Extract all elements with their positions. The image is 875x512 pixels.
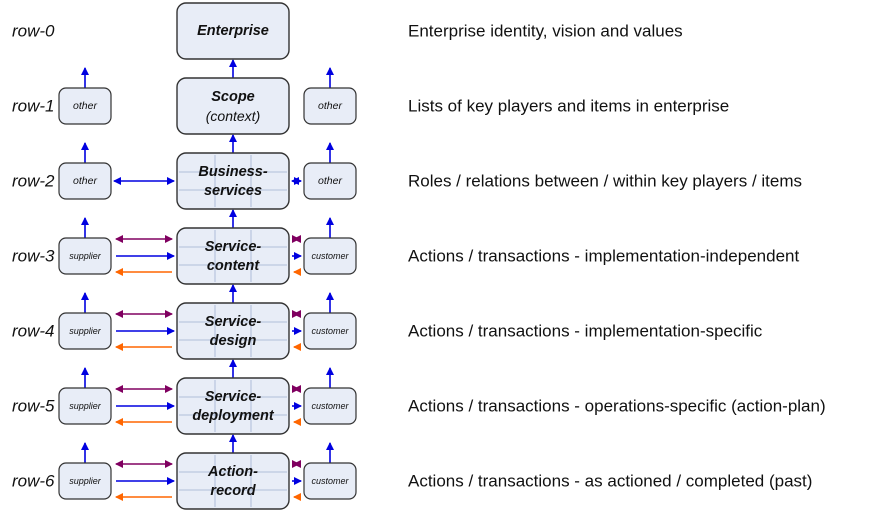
- row-5-subtitle: deployment: [192, 408, 275, 424]
- row-6-left-label: supplier: [69, 476, 102, 486]
- row-5-left-label: supplier: [69, 401, 102, 411]
- row-1-right-box: other: [303, 87, 357, 125]
- row-2-label: row-2: [12, 172, 55, 191]
- row-2-subtitle: services: [204, 183, 262, 199]
- row-4-label: row-4: [12, 322, 55, 341]
- row-3-left-box: supplier: [58, 237, 112, 275]
- row-2-description: Roles / relations between / within key p…: [408, 172, 802, 191]
- row-1-label: row-1: [12, 97, 55, 116]
- row-2-right-box: other: [303, 162, 357, 200]
- row-4-subtitle: design: [210, 333, 257, 349]
- row-6-title: Action-: [207, 464, 258, 480]
- row-4-right-label: customer: [311, 326, 349, 336]
- row-1-right-label: other: [318, 100, 342, 112]
- row-2-right-label: other: [318, 175, 342, 187]
- row-3-description: Actions / transactions - implementation-…: [408, 247, 799, 266]
- row-3-right-box: customer: [303, 237, 357, 275]
- row-3-subtitle: content: [207, 258, 261, 274]
- row-3-left-label: supplier: [69, 251, 102, 261]
- row-1-description: Lists of key players and items in enterp…: [408, 97, 729, 116]
- row-1-subtitle: (context): [206, 108, 260, 124]
- row-0-title: Enterprise: [197, 23, 269, 39]
- row-2-title: Business-: [198, 164, 267, 180]
- row-4-left-label: supplier: [69, 326, 102, 336]
- row-4-right-box: customer: [303, 312, 357, 350]
- row-0-description: Enterprise identity, vision and values: [408, 22, 683, 41]
- row-5-left-box: supplier: [58, 387, 112, 425]
- row-4-left-box: supplier: [58, 312, 112, 350]
- row-5-label: row-5: [12, 397, 55, 416]
- row-4-center-box: Service-design: [176, 302, 290, 360]
- row-6-left-box: supplier: [58, 462, 112, 500]
- row-5-right-box: customer: [303, 387, 357, 425]
- row-6-center-box: Action-record: [176, 452, 290, 510]
- row-6-right-box: customer: [303, 462, 357, 500]
- row-3-label: row-3: [12, 247, 55, 266]
- row-0-label: row-0: [12, 22, 55, 41]
- row-1-left-box: other: [58, 87, 112, 125]
- row-4-description: Actions / transactions - implementation-…: [408, 322, 763, 341]
- row-5-description: Actions / transactions - operations-spec…: [408, 397, 826, 416]
- row-3-title: Service-: [205, 239, 262, 255]
- row-2-left-label: other: [73, 175, 97, 187]
- row-6-subtitle: record: [210, 483, 256, 499]
- row-5-center-box: Service-deployment: [176, 377, 290, 435]
- row-5-title: Service-: [205, 389, 262, 405]
- row-0-center-box: Enterprise: [176, 2, 290, 60]
- row-2-center-box: Business-services: [176, 152, 290, 210]
- row-2-left-box: other: [58, 162, 112, 200]
- row-6-description: Actions / transactions - as actioned / c…: [408, 472, 812, 491]
- row-1-title: Scope: [211, 89, 255, 105]
- row-6-label: row-6: [12, 472, 55, 491]
- row-3-right-label: customer: [311, 251, 349, 261]
- row-1-center-box: Scope (context): [176, 77, 290, 135]
- row-4-title: Service-: [205, 314, 262, 330]
- row-6-right-label: customer: [311, 476, 349, 486]
- row-3-center-box: Service-content: [176, 227, 290, 285]
- row-5-right-label: customer: [311, 401, 349, 411]
- row-1-left-label: other: [73, 100, 97, 112]
